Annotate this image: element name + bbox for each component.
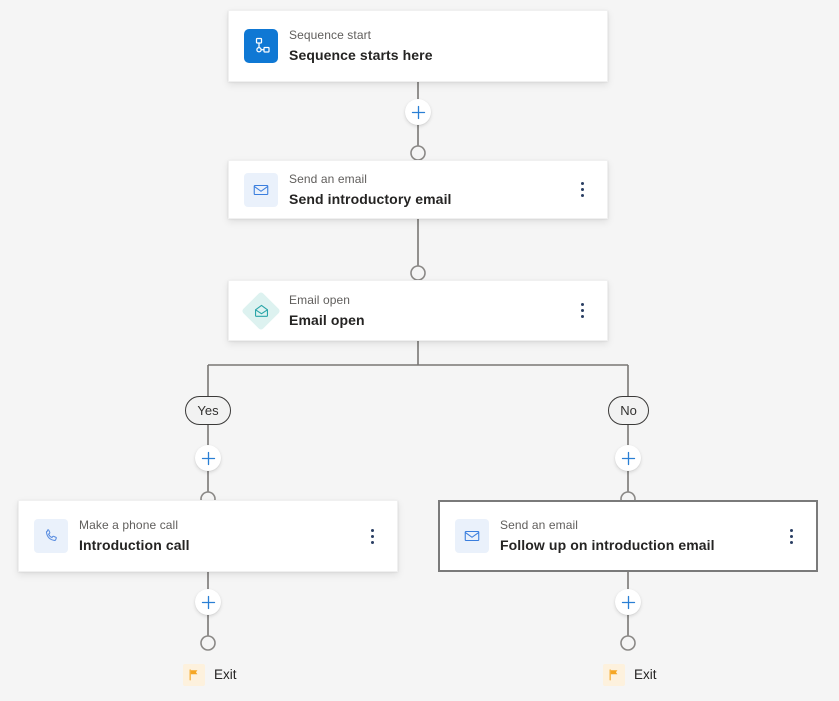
menu-dot: [789, 528, 793, 532]
node-send-introductory-email[interactable]: Send an email Send introductory email: [228, 160, 608, 219]
plus-icon: [411, 105, 425, 119]
node-email-open[interactable]: Email open Email open: [228, 280, 608, 341]
node-overflow-menu-button[interactable]: [364, 525, 380, 547]
envelope-icon: [455, 519, 489, 553]
node-subtitle: Sequence start: [289, 28, 372, 42]
menu-dot: [580, 182, 584, 185]
add-step-button-after-start[interactable]: [405, 99, 431, 125]
branch-label-text: Yes: [197, 403, 219, 418]
menu-dot: [789, 534, 793, 538]
menu-dot: [580, 315, 584, 318]
flag-icon: [603, 664, 625, 686]
node-text-block: Email open Email open: [289, 292, 365, 330]
node-overflow-menu-button[interactable]: [783, 525, 799, 547]
plus-icon: [621, 451, 635, 465]
node-title: Email open: [289, 311, 365, 328]
menu-dot: [580, 309, 584, 312]
node-follow-up-email[interactable]: Send an email Follow up on introduction …: [438, 500, 818, 572]
plus-icon: [201, 595, 215, 609]
node-title: Sequence starts here: [289, 47, 433, 63]
node-text-block: Sequence start Sequence starts here: [289, 27, 433, 65]
add-step-button-after-followup[interactable]: [615, 589, 641, 615]
exit-node-no-branch[interactable]: Exit: [603, 664, 657, 686]
node-subtitle: Send an email: [500, 518, 579, 532]
exit-label: Exit: [634, 667, 657, 682]
branch-label-text: No: [620, 403, 637, 418]
add-step-button-no-branch[interactable]: [615, 445, 641, 471]
node-subtitle: Email open: [289, 292, 351, 307]
node-sequence-start[interactable]: Sequence start Sequence starts here: [228, 10, 608, 82]
menu-dot: [580, 188, 584, 191]
menu-dot: [789, 540, 793, 544]
node-title: Introduction call: [79, 537, 190, 553]
menu-dot: [370, 540, 374, 544]
sequence-start-icon: [244, 29, 278, 63]
node-title: Send introductory email: [289, 190, 452, 207]
phone-icon: [34, 519, 68, 553]
menu-dot: [370, 528, 374, 532]
node-subtitle: Send an email: [289, 171, 368, 186]
node-text-block: Send an email Follow up on introduction …: [500, 517, 715, 555]
node-overflow-menu-button[interactable]: [574, 300, 590, 322]
envelope-icon: [244, 172, 278, 207]
branch-label-no[interactable]: No: [608, 396, 649, 425]
node-subtitle: Make a phone call: [79, 518, 179, 532]
node-overflow-menu-button[interactable]: [574, 179, 590, 201]
menu-dot: [580, 303, 584, 306]
branch-label-yes[interactable]: Yes: [185, 396, 231, 425]
add-step-button-after-call[interactable]: [195, 589, 221, 615]
add-step-button-yes-branch[interactable]: [195, 445, 221, 471]
envelope-open-icon: [244, 294, 278, 328]
node-title: Follow up on introduction email: [500, 537, 715, 553]
plus-icon: [621, 595, 635, 609]
menu-dot: [580, 194, 584, 197]
node-text-block: Send an email Send introductory email: [289, 171, 452, 209]
flag-icon: [183, 664, 205, 686]
exit-label: Exit: [214, 667, 237, 682]
exit-node-yes-branch[interactable]: Exit: [183, 664, 237, 686]
node-text-block: Make a phone call Introduction call: [79, 517, 190, 555]
node-introduction-call[interactable]: Make a phone call Introduction call: [18, 500, 398, 572]
menu-dot: [370, 534, 374, 538]
plus-icon: [201, 451, 215, 465]
